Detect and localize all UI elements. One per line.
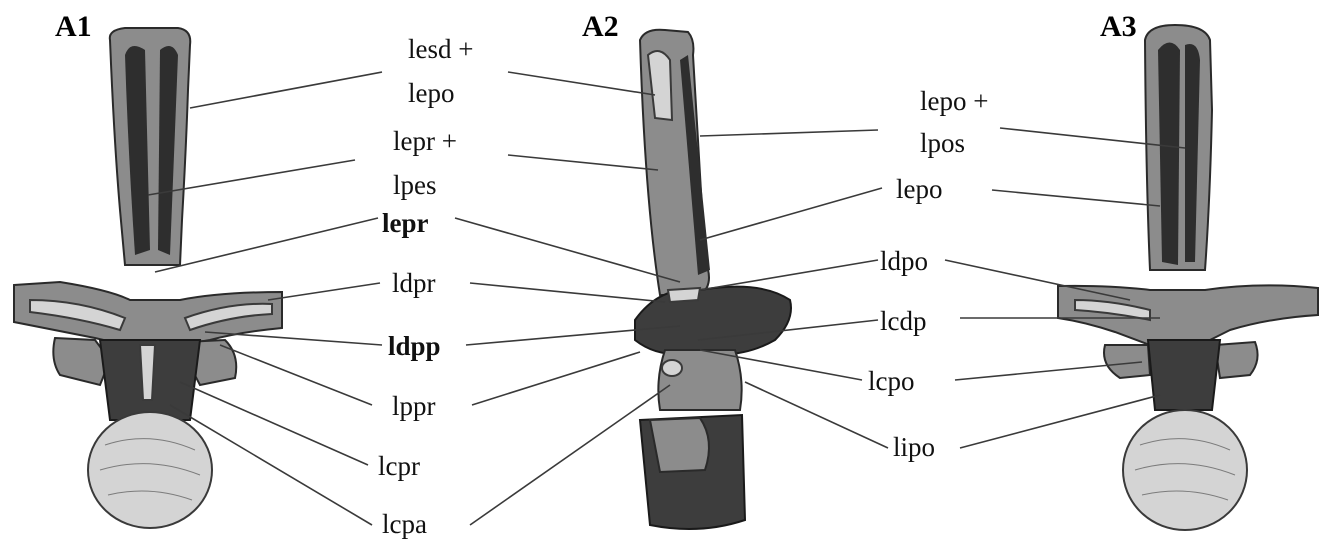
leader-ldpr-a2 [470, 283, 665, 302]
label-lcdp: lcdp [880, 306, 927, 336]
label-lipo: lipo [893, 432, 935, 462]
panel-label-a2: A2 [582, 10, 619, 43]
label-lcpr: lcpr [378, 451, 420, 481]
leader-lppr-a1 [220, 345, 372, 405]
leader-lepr-a1 [155, 218, 378, 272]
vertebra-a1-drawing [14, 28, 282, 528]
label-ldpo: ldpo [880, 246, 928, 276]
label-lepr-plus: lepr + [393, 126, 457, 156]
label-lpos: lpos [920, 128, 965, 158]
label-lppr: lppr [392, 391, 436, 421]
panel-label-a3: A3 [1100, 10, 1137, 43]
leader-lepr-lpes-a2 [508, 155, 658, 170]
leader-lesd-lepo-a2 [508, 72, 655, 95]
label-lpes: lpes [393, 170, 437, 200]
leader-ldpo-a2 [700, 260, 878, 290]
leader-lesd-lepo-a1 [190, 72, 382, 108]
leader-lppr-a2 [472, 352, 640, 405]
leader-lipo-a2 [745, 382, 888, 448]
leader-lepo-a2 [700, 188, 882, 240]
leader-lepo-lpos-a2 [700, 130, 878, 136]
label-lepo-upper: lepo [408, 78, 455, 108]
panel-label-a1: A1 [55, 10, 92, 43]
label-lesd-plus: lesd + [408, 34, 473, 64]
label-lcpo: lcpo [868, 366, 915, 396]
leader-ldpp-a1 [205, 332, 382, 345]
label-ldpp: ldpp [388, 331, 441, 361]
label-ldpr: ldpr [392, 268, 436, 298]
leader-lcpa-a2 [470, 385, 670, 525]
label-lepo-plus: lepo + [920, 86, 988, 116]
label-lcpa: lcpa [382, 509, 427, 539]
vertebra-a3-drawing [1058, 25, 1318, 530]
leader-lepr-a2 [455, 218, 680, 282]
leader-lepo-a3 [992, 190, 1160, 206]
leader-ldpr-a1 [268, 283, 380, 300]
label-lepo: lepo [896, 174, 943, 204]
leader-ldpo-a3 [945, 260, 1130, 300]
label-lepr: lepr [382, 208, 429, 238]
